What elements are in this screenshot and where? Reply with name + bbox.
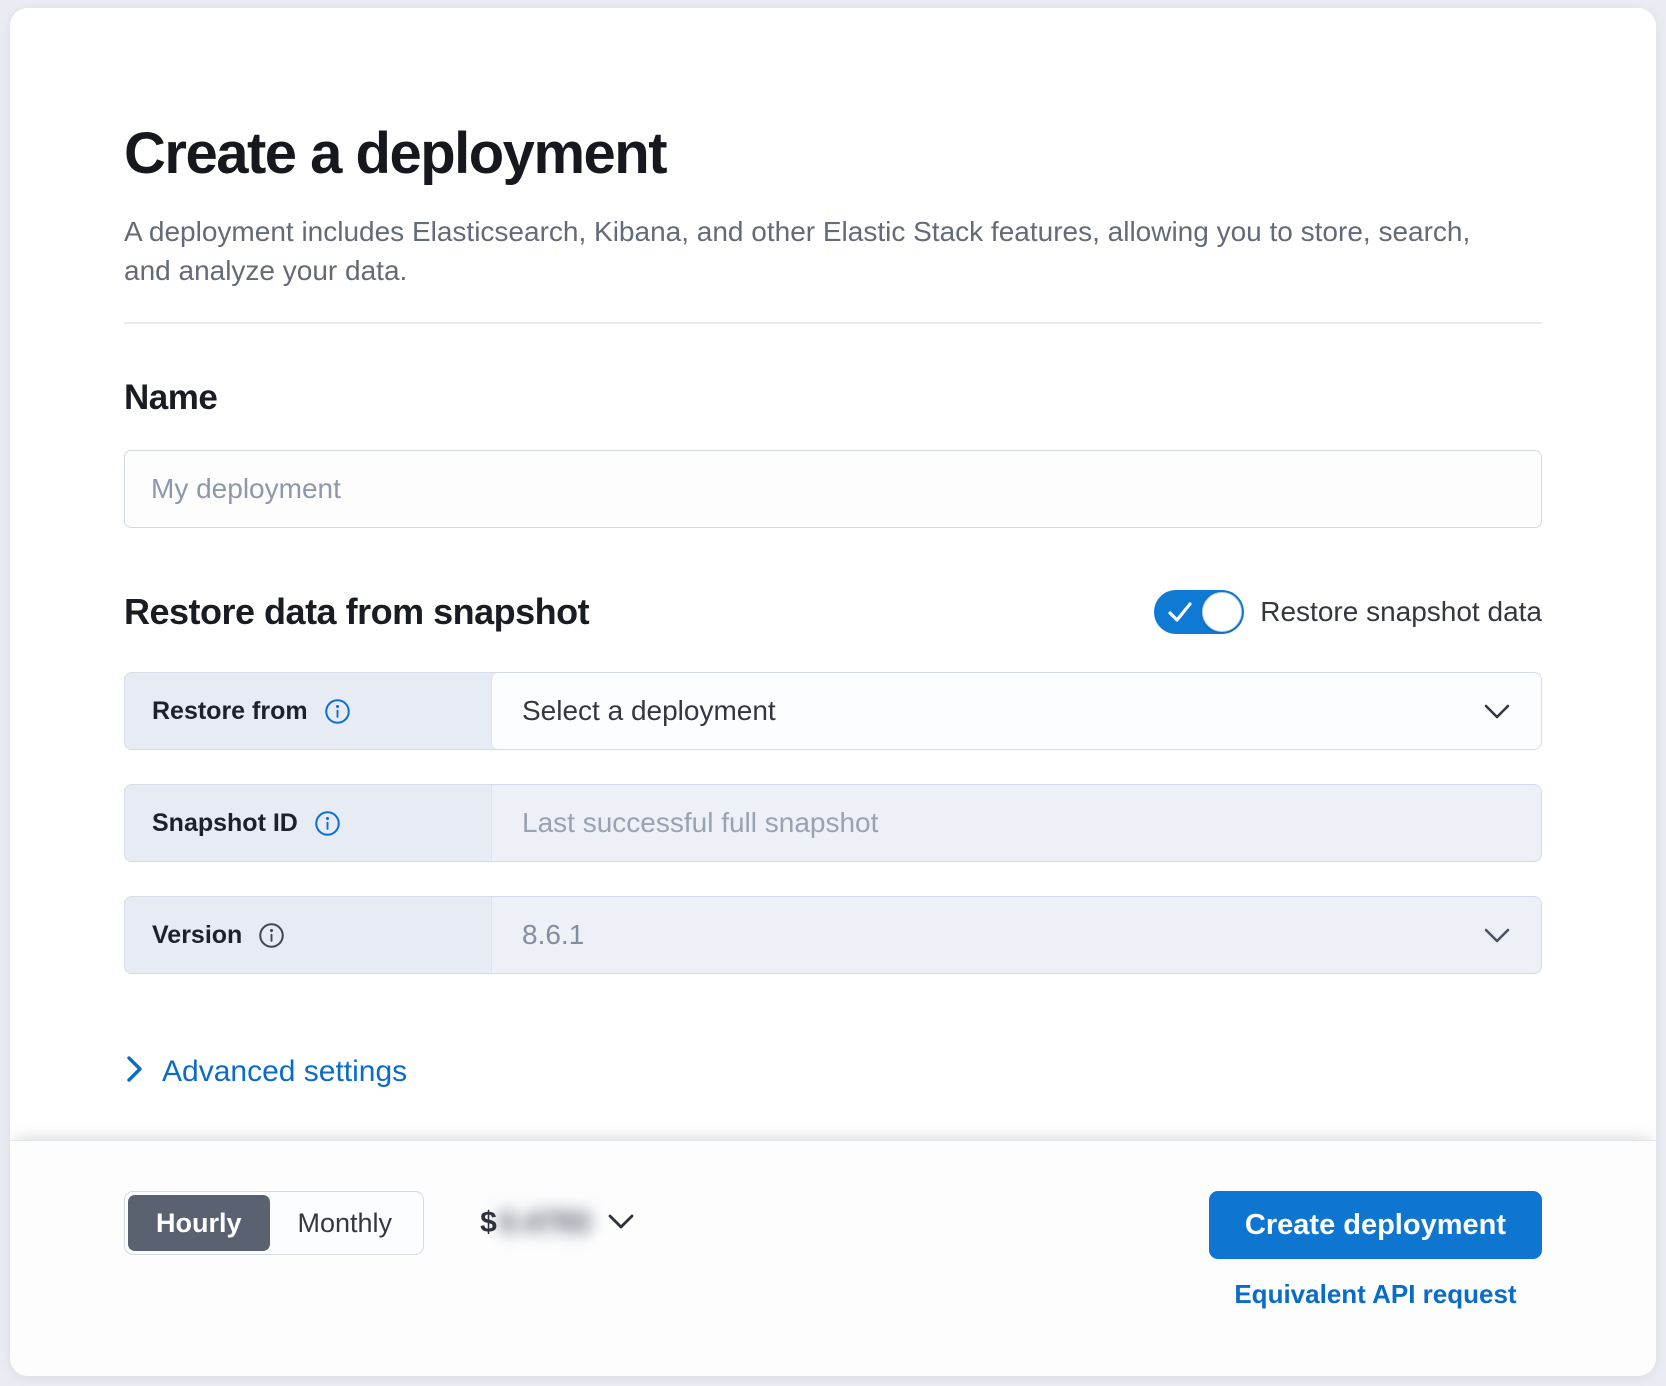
restore-from-select[interactable]: Select a deployment [491,673,1541,750]
name-heading: Name [124,378,218,418]
info-icon[interactable] [324,698,351,725]
chevron-down-icon [1483,695,1511,727]
price-currency-symbol: $ [480,1206,497,1239]
toggle-knob [1202,592,1243,633]
version-select: 8.6.1 [491,897,1541,974]
page-subtitle: A deployment includes Elasticsearch, Kib… [124,216,1471,286]
info-icon[interactable] [314,810,341,837]
snapshot-id-field: Last successful full snapshot [491,785,1541,862]
monthly-segment-button[interactable]: Monthly [270,1195,421,1251]
create-deployment-card: Create a deployment A deployment include… [10,8,1656,1376]
snapshot-id-row: Snapshot ID Last successful full snapsho… [124,784,1542,863]
version-label-cell: Version [125,897,491,974]
snapshot-id-label: Snapshot ID [152,808,298,837]
info-icon[interactable] [258,922,285,949]
chevron-down-icon [607,1212,635,1235]
restore-from-label-cell: Restore from [125,673,491,750]
bottom-bar: Hourly Monthly $ 0.4793 Create deploymen… [10,1140,1656,1376]
main-content: Create a deployment A deployment include… [10,8,1656,1140]
restore-from-value: Select a deployment [522,695,776,727]
create-deployment-button[interactable]: Create deployment [1208,1191,1542,1259]
divider [124,322,1542,325]
restore-from-row: Restore from Select a deployment [124,672,1542,751]
toggle-label: Restore snapshot data [1260,596,1542,628]
equivalent-api-request-link[interactable]: Equivalent API request [1234,1279,1517,1309]
chevron-right-icon [124,1054,144,1089]
advanced-settings-link[interactable]: Advanced settings [124,1054,407,1089]
restore-from-label: Restore from [152,696,308,725]
version-row: Version 8.6.1 [124,896,1542,975]
chevron-down-icon [1483,919,1511,951]
price-dropdown[interactable]: $ 0.4793 [480,1191,634,1255]
restore-snapshot-heading: Restore data from snapshot [124,591,590,633]
hourly-segment-button[interactable]: Hourly [128,1195,270,1251]
billing-period-control: Hourly Monthly [124,1191,425,1255]
snapshot-id-value: Last successful full snapshot [522,807,879,839]
page-title: Create a deployment [124,121,668,186]
price-amount-blurred: 0.4793 [498,1206,591,1239]
version-label: Version [152,920,243,949]
check-icon [1167,600,1193,629]
snapshot-id-label-cell: Snapshot ID [125,785,491,862]
restore-snapshot-toggle[interactable] [1154,590,1245,635]
version-value: 8.6.1 [522,919,585,951]
deployment-name-input[interactable] [124,450,1542,529]
advanced-settings-label: Advanced settings [162,1054,408,1088]
